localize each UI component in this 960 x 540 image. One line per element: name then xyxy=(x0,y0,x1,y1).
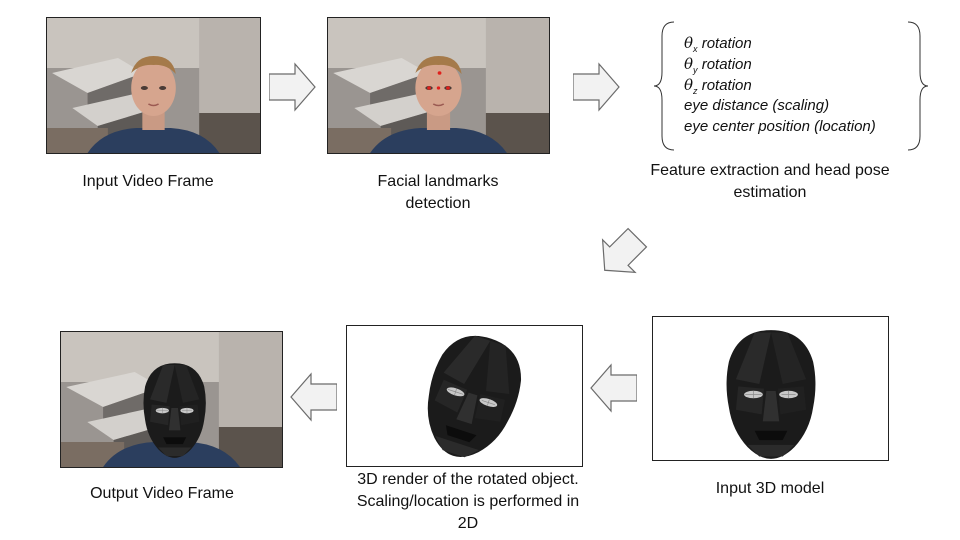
mask-model-image xyxy=(726,329,816,460)
theta-subscript: z xyxy=(693,86,698,96)
landmarks-image xyxy=(328,18,549,153)
feature-theta-x: θx rotation xyxy=(684,33,752,60)
landmarks-frame xyxy=(327,17,550,154)
input-frame-image xyxy=(47,18,260,153)
feature-eye-center: eye center position (location) xyxy=(684,118,876,135)
feature-text: rotation xyxy=(701,56,752,73)
feature-text: rotation xyxy=(701,35,752,52)
input-3d-model-caption: Input 3D model xyxy=(715,480,825,497)
theta-symbol: θ xyxy=(684,34,694,52)
arrow-left-icon xyxy=(290,373,337,421)
feature-theta-y: θy rotation xyxy=(684,54,752,81)
output-frame-caption: Output Video Frame xyxy=(90,485,234,502)
render-box xyxy=(346,325,583,467)
landmarks-caption: Facial landmarks detection xyxy=(377,173,499,212)
feature-theta-z: θz rotation xyxy=(684,75,752,102)
feature-caption: Feature extraction and head pose estimat… xyxy=(650,162,890,201)
feature-eye-distance: eye distance (scaling) xyxy=(684,97,830,114)
theta-symbol: θ xyxy=(684,76,694,94)
feature-text: rotation xyxy=(701,77,752,94)
arrow-right-icon xyxy=(573,63,620,111)
theta-subscript: x xyxy=(693,44,698,54)
input-video-frame xyxy=(46,17,261,154)
input-3d-model-box xyxy=(652,316,889,461)
left-brace-icon xyxy=(653,21,675,151)
input-frame-caption: Input Video Frame xyxy=(82,173,214,190)
theta-symbol: θ xyxy=(684,55,694,73)
arrow-left-icon xyxy=(590,364,637,412)
arrow-right-icon xyxy=(269,63,316,111)
right-brace-icon xyxy=(907,21,929,151)
rotated-mask-image xyxy=(411,326,533,466)
render-caption: 3D render of the rotated object. Scaling… xyxy=(356,471,580,532)
output-frame-image xyxy=(61,332,282,467)
output-video-frame xyxy=(60,331,283,468)
theta-subscript: y xyxy=(693,65,698,75)
arrow-down-left-icon xyxy=(589,226,653,282)
